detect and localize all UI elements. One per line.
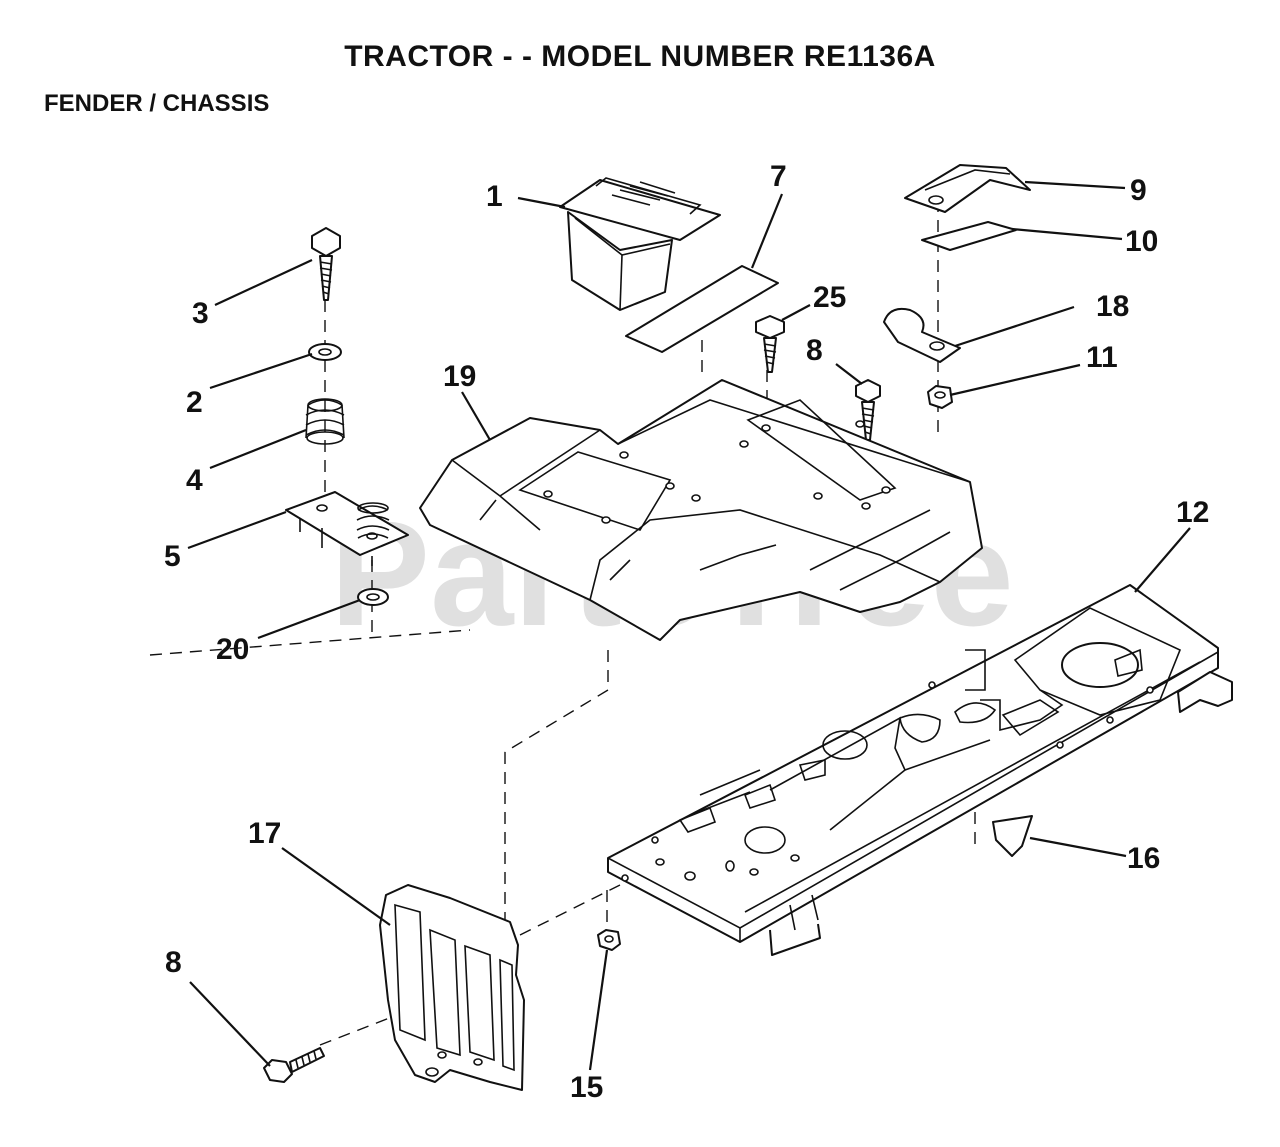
part-15-nut[interactable] xyxy=(597,929,621,951)
callout-5: 5 xyxy=(164,540,181,573)
part-11-nut[interactable] xyxy=(927,385,953,409)
part-12-chassis-frame[interactable] xyxy=(607,584,1233,956)
callout-1: 1 xyxy=(486,180,503,213)
part-18-clamp-bracket[interactable] xyxy=(883,307,961,363)
part-16-deflector[interactable] xyxy=(992,815,1033,857)
callout-9: 9 xyxy=(1130,174,1147,207)
callout-10: 10 xyxy=(1125,225,1158,258)
callout-25: 25 xyxy=(813,281,846,314)
callout-3: 3 xyxy=(192,297,209,330)
part-2-washer[interactable] xyxy=(308,343,342,361)
part-10-plate[interactable] xyxy=(921,221,1017,251)
callout-15: 15 xyxy=(570,1071,603,1104)
callout-labels: 1 7 9 10 25 18 8 11 3 2 19 4 12 5 20 17 … xyxy=(164,160,1209,1104)
part-19-fender[interactable] xyxy=(419,379,983,641)
callout-17: 17 xyxy=(248,817,281,850)
callout-18: 18 xyxy=(1096,290,1129,323)
part-1-storage-tray[interactable] xyxy=(559,177,721,311)
callout-8-upper: 8 xyxy=(806,334,823,367)
part-5-spring-plate[interactable] xyxy=(285,491,409,566)
part-9-cover-plate[interactable] xyxy=(904,164,1031,213)
part-20-washer[interactable] xyxy=(357,588,389,606)
diagram-title: TRACTOR - - MODEL NUMBER RE1136A xyxy=(344,40,936,73)
part-17-rear-plate[interactable] xyxy=(379,884,525,1091)
callout-16: 16 xyxy=(1127,842,1160,875)
part-4-spring[interactable] xyxy=(305,398,345,445)
part-8-bolt-lower[interactable] xyxy=(263,1047,325,1083)
section-title: FENDER / CHASSIS xyxy=(44,90,270,117)
part-25-bolt[interactable] xyxy=(755,315,785,373)
part-7-decal[interactable] xyxy=(625,265,779,353)
callout-19: 19 xyxy=(443,360,476,393)
part-8-bolt-upper[interactable] xyxy=(855,379,881,441)
part-3-bolt[interactable] xyxy=(311,227,341,301)
callout-20: 20 xyxy=(216,633,249,666)
callout-2: 2 xyxy=(186,386,203,419)
callout-leaders xyxy=(187,180,1191,1071)
callout-4: 4 xyxy=(186,464,203,497)
callout-11: 11 xyxy=(1086,341,1118,374)
callout-8-lower: 8 xyxy=(165,946,182,979)
callout-7: 7 xyxy=(770,160,787,193)
callout-12: 12 xyxy=(1176,496,1209,529)
